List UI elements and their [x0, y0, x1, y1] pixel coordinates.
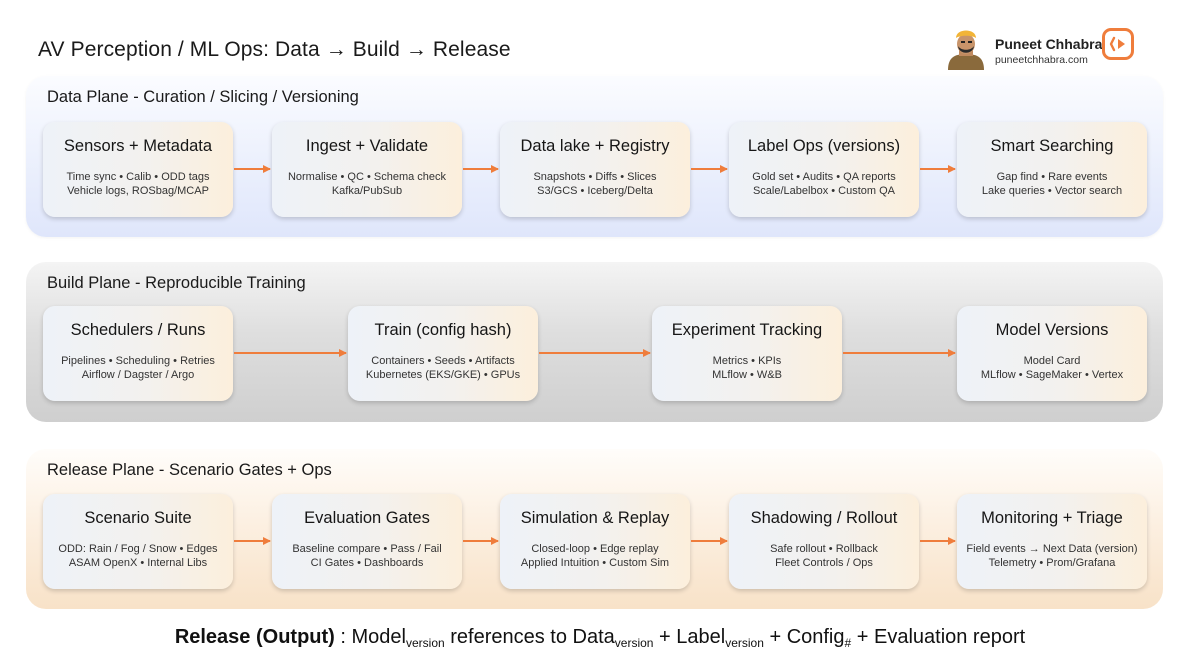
- footer-subscript: version: [725, 636, 764, 650]
- card-detail: ASAM OpenX • Internal Libs: [68, 557, 208, 569]
- card-title: Schedulers / Runs: [70, 321, 206, 339]
- footer-subscript: version: [406, 636, 445, 650]
- card-detail: Gap find • Rare events: [996, 171, 1108, 183]
- card-detail: MLflow • SageMaker • Vertex: [980, 369, 1124, 381]
- footer-text: Config: [786, 626, 845, 648]
- card-detail: S3/GCS • Iceberg/Delta: [537, 185, 653, 197]
- card-monitoring-triage[interactable]: Monitoring + Triage Field events → Next …: [957, 494, 1147, 589]
- build-plane-title: Build Plane - Reproducible Training: [47, 274, 306, 292]
- card-detail: Gold set • Audits • QA reports: [752, 171, 896, 183]
- card-scenario-suite[interactable]: Scenario Suite ODD: Rain / Fog / Snow • …: [43, 494, 233, 589]
- card-title: Shadowing / Rollout: [750, 509, 898, 527]
- card-detail: Kafka/PubSub: [331, 185, 403, 197]
- release-plane-title: Release Plane - Scenario Gates + Ops: [47, 461, 332, 479]
- footer-text: Model: [351, 626, 406, 648]
- card-detail: Field events → Next Data (version): [966, 543, 1138, 555]
- card-detail: Fleet Controls / Ops: [775, 557, 873, 569]
- card-shadowing-rollout[interactable]: Shadowing / Rollout Safe rollout • Rollb…: [729, 494, 919, 589]
- footer-text: +: [653, 626, 677, 648]
- card-detail: Model Card: [1023, 355, 1081, 367]
- card-detail: Scale/Labelbox • Custom QA: [752, 185, 896, 197]
- card-title: Scenario Suite: [84, 509, 192, 527]
- release-output-summary: Release (Output) : Modelversion referenc…: [0, 626, 1200, 650]
- author-name: Puneet Chhabra: [995, 36, 1103, 52]
- card-detail: Telemetry • Prom/Grafana: [988, 557, 1116, 569]
- person-avatar-icon: [948, 30, 984, 70]
- card-title: Ingest + Validate: [305, 137, 429, 155]
- card-detail: CI Gates • Dashboards: [310, 557, 424, 569]
- footer-bold-label: Release (Output): [174, 626, 335, 648]
- card-title: Sensors + Metadata: [63, 137, 213, 155]
- page-title: AV Perception / ML Ops: Data → Build → R…: [38, 38, 511, 61]
- card-detail: Safe rollout • Rollback: [770, 543, 878, 555]
- card-smart-searching[interactable]: Smart Searching Gap find • Rare events L…: [957, 122, 1147, 217]
- card-detail: Baseline compare • Pass / Fail: [292, 543, 442, 555]
- card-detail: Airflow / Dagster / Argo: [81, 369, 195, 381]
- card-title: Experiment Tracking: [671, 321, 823, 339]
- card-title: Monitoring + Triage: [981, 509, 1123, 527]
- card-detail: Normalise • QC • Schema check: [287, 171, 447, 183]
- card-simulation-replay[interactable]: Simulation & Replay Closed-loop • Edge r…: [500, 494, 690, 589]
- author-brand: Puneet Chhabra puneetchhabra.com: [944, 22, 1144, 72]
- card-label-ops[interactable]: Label Ops (versions) Gold set • Audits •…: [729, 122, 919, 217]
- card-title: Data lake + Registry: [520, 137, 670, 155]
- card-detail: Snapshots • Diffs • Slices: [533, 171, 657, 183]
- footer-text: references to: [444, 626, 573, 648]
- footer-subscript: version: [614, 636, 654, 650]
- card-detail: Containers • Seeds • Artifacts: [371, 355, 515, 367]
- card-train-config-hash[interactable]: Train (config hash) Containers • Seeds •…: [348, 306, 538, 401]
- card-detail: Metrics • KPIs: [712, 355, 782, 367]
- card-title: Model Versions: [995, 321, 1109, 339]
- card-detail: Kubernetes (EKS/GKE) • GPUs: [365, 369, 521, 381]
- card-detail: ODD: Rain / Fog / Snow • Edges: [58, 543, 218, 555]
- card-detail: Time sync • Calib • ODD tags: [66, 171, 210, 183]
- card-detail: MLflow • W&B: [712, 369, 782, 381]
- card-title: Label Ops (versions): [747, 137, 901, 155]
- card-detail: Applied Intuition • Custom Sim: [520, 557, 670, 569]
- footer-text: + Evaluation report: [851, 626, 1026, 648]
- footer-text: Data: [572, 626, 615, 648]
- author-site: puneetchhabra.com: [995, 54, 1088, 66]
- card-title: Simulation & Replay: [520, 509, 670, 527]
- footer-text: :: [334, 626, 352, 648]
- card-experiment-tracking[interactable]: Experiment Tracking Metrics • KPIs MLflo…: [652, 306, 842, 401]
- card-evaluation-gates[interactable]: Evaluation Gates Baseline compare • Pass…: [272, 494, 462, 589]
- card-model-versions[interactable]: Model Versions Model Card MLflow • SageM…: [957, 306, 1147, 401]
- card-sensors-metadata[interactable]: Sensors + Metadata Time sync • Calib • O…: [43, 122, 233, 217]
- card-title: Train (config hash): [374, 321, 512, 339]
- card-ingest-validate[interactable]: Ingest + Validate Normalise • QC • Schem…: [272, 122, 462, 217]
- footer-text: +: [763, 626, 787, 648]
- footer-text: Label: [676, 626, 726, 648]
- card-detail: Closed-loop • Edge replay: [531, 543, 659, 555]
- card-title: Smart Searching: [990, 137, 1114, 155]
- data-plane-title: Data Plane - Curation / Slicing / Versio…: [47, 88, 359, 106]
- card-detail: Pipelines • Scheduling • Retries: [61, 355, 215, 367]
- footer-subscript: #: [844, 636, 852, 650]
- card-schedulers-runs[interactable]: Schedulers / Runs Pipelines • Scheduling…: [43, 306, 233, 401]
- card-detail: Lake queries • Vector search: [981, 185, 1123, 197]
- play-bracket-logo-icon: [1102, 28, 1134, 60]
- card-detail: Vehicle logs, ROSbag/MCAP: [67, 185, 209, 197]
- card-data-lake-registry[interactable]: Data lake + Registry Snapshots • Diffs •…: [500, 122, 690, 217]
- card-title: Evaluation Gates: [304, 509, 430, 527]
